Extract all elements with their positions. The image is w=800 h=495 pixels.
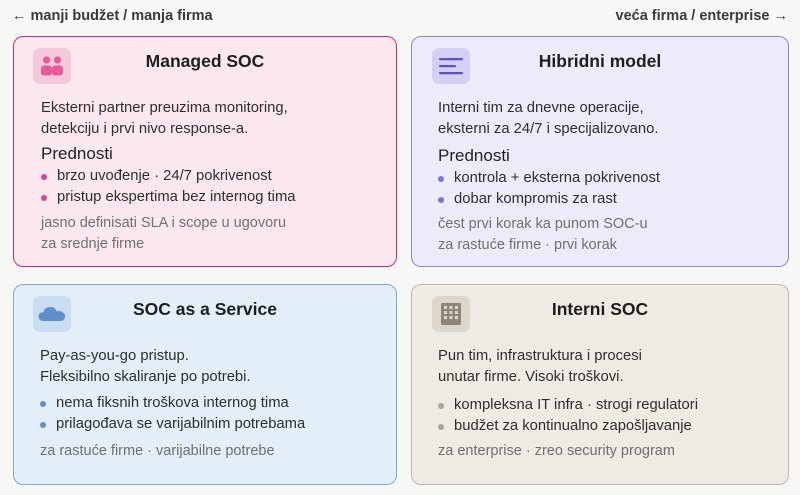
card-title: Hibridni model: [538, 51, 662, 71]
list-item: kompleksna IT infra · strogi regulatori: [438, 395, 698, 416]
card-interni-soc: Interni SOC Pun tim, infrastruktura i pr…: [411, 284, 789, 485]
list-item: pristup ekspertima bez internog tima: [41, 187, 296, 208]
bullet-dot: [438, 197, 444, 203]
advantages-list: nema fiksnih troškova internog tima pril…: [40, 393, 305, 435]
card-title: SOC as a Service: [133, 299, 277, 319]
bullet-dot: [41, 174, 47, 180]
list-item: dobar kompromis za rast: [438, 189, 660, 210]
card-note: za enterprise · zreo security program: [438, 443, 675, 459]
bullet-dot: [438, 176, 444, 182]
building-icon: [432, 296, 470, 332]
advantages-heading: Prednosti: [41, 144, 113, 163]
advantages-list: brzo uvođenje · 24/7 pokrivenost pristup…: [41, 166, 296, 208]
card-title: Interni SOC: [551, 299, 649, 319]
bullet-dot: [40, 422, 46, 428]
card-title: Managed SOC: [145, 51, 265, 71]
list-item: nema fiksnih troškova internog tima: [40, 393, 305, 414]
list-item: prilagođava se varijabilnim potrebama: [40, 414, 305, 435]
card-note: jasno definisati SLA i scope u ugovoru z…: [41, 215, 287, 252]
list-item: budžet za kontinualno zapošljavanje: [438, 416, 698, 437]
advantages-heading: Prednosti: [438, 146, 510, 165]
axis-right-label: veća firma / enterprise →: [615, 8, 788, 24]
menu-lines-icon: [432, 48, 470, 84]
bullet-dot: [41, 195, 47, 201]
card-note: čest prvi korak ka punom SOC-u za rastuć…: [438, 216, 648, 253]
card-soc-as-a-service: SOC as a Service Pay-as-you-go pristup. …: [13, 284, 397, 485]
cloud-icon: [33, 296, 71, 332]
card-managed-soc: Managed SOC Eksterni partner preuzima mo…: [13, 36, 397, 267]
bullet-dot: [40, 401, 46, 407]
card-note: za rastuće firme · varijabilne potrebe: [40, 443, 275, 459]
people-icon: [33, 48, 71, 84]
list-item: brzo uvođenje · 24/7 pokrivenost: [41, 166, 296, 187]
bullet-dot: [438, 403, 444, 409]
card-description: Interni tim za dnevne operacije, ekstern…: [438, 100, 659, 137]
card-hibridni-model: Hibridni model Interni tim za dnevne ope…: [411, 36, 789, 267]
list-item: kontrola + eksterna pokrivenost: [438, 168, 660, 189]
advantages-list: kompleksna IT infra · strogi regulatori …: [438, 395, 698, 437]
bullet-dot: [438, 424, 444, 430]
card-description: Pay-as-you-go pristup. Fleksibilno skali…: [40, 348, 251, 385]
card-description: Pun tim, infrastruktura i procesi unutar…: [438, 348, 642, 385]
card-description: Eksterni partner preuzima monitoring, de…: [41, 100, 288, 137]
advantages-list: kontrola + eksterna pokrivenost dobar ko…: [438, 168, 660, 210]
axis-left-label: ← manji budžet / manja firma: [12, 8, 213, 24]
